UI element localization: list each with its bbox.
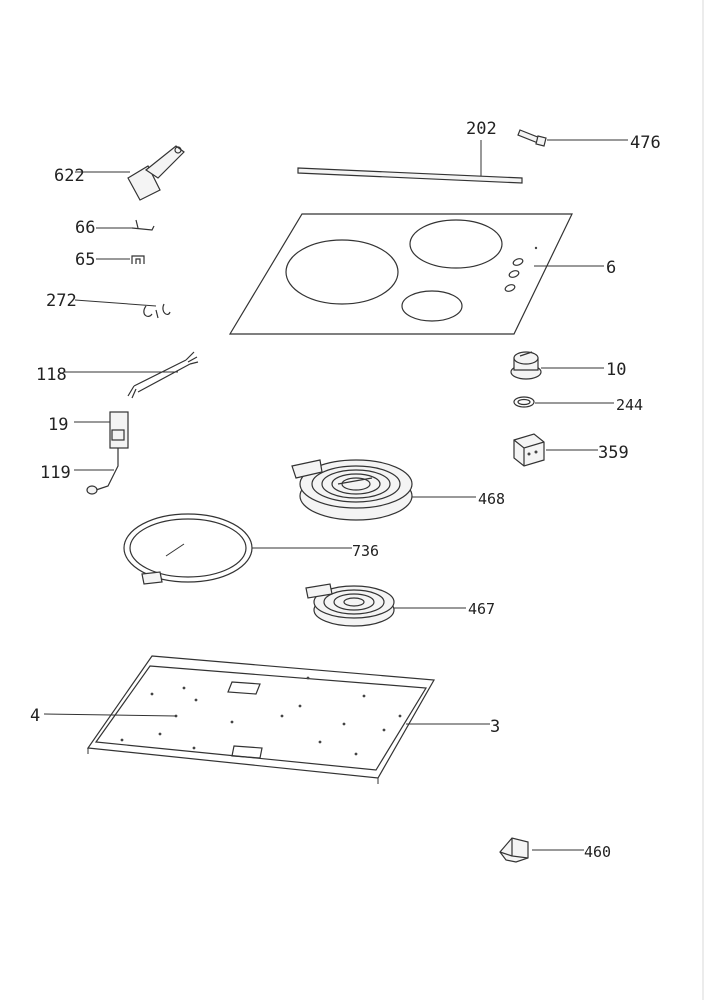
part-119-cord: 119 xyxy=(40,448,119,495)
part-6-glass-top: 6 xyxy=(228,213,616,335)
callout-119: 119 xyxy=(40,463,71,483)
part-244-ring: 244 xyxy=(513,396,643,414)
part-3-4-housing: 4 3 xyxy=(30,655,500,784)
part-359-terminal-block: 359 xyxy=(513,433,629,467)
part-476-screw: 476 xyxy=(517,129,661,153)
part-65-bracket: 65 xyxy=(75,250,145,270)
part-272-clips: 272 xyxy=(46,291,171,319)
callout-202: 202 xyxy=(466,119,497,139)
callout-6: 6 xyxy=(606,258,616,278)
callout-3: 3 xyxy=(490,717,500,737)
part-66-clip: 66 xyxy=(75,218,155,238)
part-202-trim-strip: 202 xyxy=(297,119,523,184)
callout-118: 118 xyxy=(36,365,67,385)
callout-467: 467 xyxy=(468,600,495,618)
part-10-knob: 10 xyxy=(510,351,626,380)
callout-244: 244 xyxy=(616,396,643,414)
callout-4: 4 xyxy=(30,706,40,726)
part-468-heating-element: 468 xyxy=(291,459,505,521)
part-118-cable: 118 xyxy=(36,351,199,399)
callout-10: 10 xyxy=(606,360,626,380)
callout-65: 65 xyxy=(75,250,95,270)
callout-736: 736 xyxy=(352,542,379,560)
part-736-ring: 736 xyxy=(123,513,379,585)
callout-460: 460 xyxy=(584,843,611,861)
callout-272: 272 xyxy=(46,291,77,311)
part-622-scraper: 622 xyxy=(54,145,185,201)
callout-359: 359 xyxy=(598,443,629,463)
callout-19: 19 xyxy=(48,415,68,435)
part-19-control-unit: 19 xyxy=(48,411,129,449)
part-460-bracket: 460 xyxy=(499,837,611,863)
part-467-heating-element: 467 xyxy=(305,583,495,627)
callout-622: 622 xyxy=(54,166,85,186)
callout-468: 468 xyxy=(478,490,505,508)
callout-66: 66 xyxy=(75,218,95,238)
callout-476: 476 xyxy=(630,133,661,153)
